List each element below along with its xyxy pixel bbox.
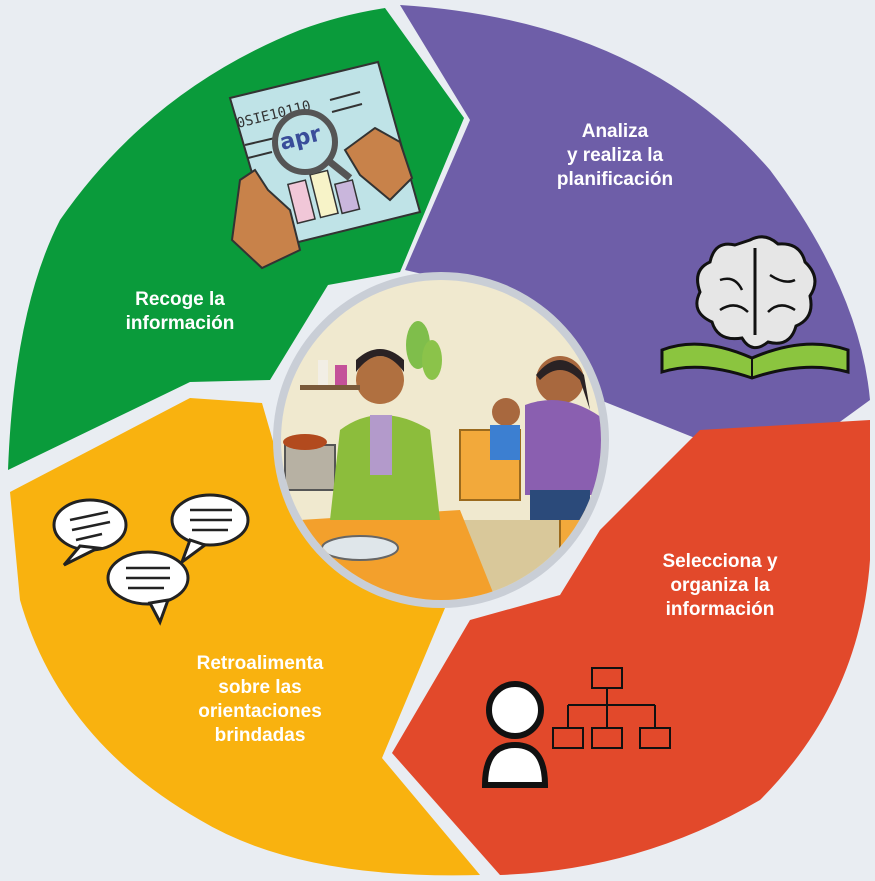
brain-book-icon (660, 235, 850, 380)
label-line: planificación (556, 169, 674, 190)
magnifier-document-icon: 0SIE10110 apr (228, 60, 422, 270)
label-line: información (125, 313, 235, 334)
sector-yellow (10, 398, 480, 876)
label-retroalimenta: Retroalimenta sobre las orientaciones br… (160, 652, 360, 748)
label-line: y realiza la (566, 145, 664, 166)
label-line: orientaciones (198, 701, 322, 722)
person-org-chart-icon (481, 667, 671, 788)
label-line: organiza la (670, 575, 770, 596)
label-line: información (665, 599, 775, 620)
label-line: Selecciona y (662, 551, 778, 572)
label-analiza: Analiza y realiza la planificación (525, 120, 705, 192)
label-recoge: Recoge la información (95, 288, 265, 336)
label-line: sobre las (218, 677, 302, 698)
label-line: Recoge la (135, 289, 225, 310)
label-selecciona: Selecciona y organiza la información (625, 550, 815, 622)
speech-bubbles-icon (52, 493, 250, 626)
label-line: Retroalimenta (196, 653, 324, 674)
label-line: brindadas (214, 725, 306, 746)
label-line: Analiza (581, 121, 649, 142)
